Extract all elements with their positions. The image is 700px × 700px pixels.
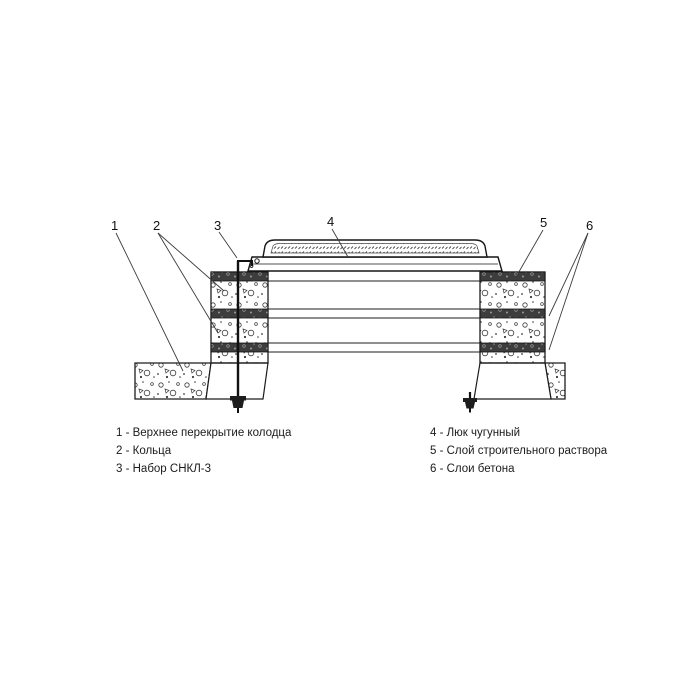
right-anchor-bolt — [463, 392, 477, 413]
callout-leader-6a — [548, 232, 589, 317]
callout-leader-2a — [157, 232, 225, 292]
callout-label-3: 3 — [214, 218, 221, 233]
concrete-layer-band-left-1 — [210, 308, 269, 319]
mortar-band-top-right — [479, 271, 546, 282]
snkl-tie-rod — [230, 260, 253, 413]
legend-item-6: 6 - Слои бетона — [430, 463, 515, 475]
bolt-washer — [463, 398, 477, 402]
legend-item-1: 1 - Верхнее перекрытие колодца — [116, 427, 292, 439]
bolt-nut — [465, 402, 475, 409]
callout-label-4: 4 — [327, 214, 334, 229]
rod-nut — [232, 400, 244, 408]
slab-left-section — [134, 362, 212, 400]
legend-item-3: 3 - Набор СНКЛ-3 — [116, 463, 211, 475]
legend-item-4: 4 - Люк чугунный — [430, 427, 521, 439]
callout-leaders — [115, 228, 589, 372]
callout-label-2: 2 — [153, 218, 160, 233]
right-shaft-wall — [473, 362, 552, 400]
callout-leader-1 — [115, 232, 184, 372]
callout-leader-4 — [331, 228, 349, 258]
mortar-band-top-left — [210, 271, 269, 282]
concrete-layer-band-right-2 — [479, 342, 546, 353]
callout-leader-3 — [218, 231, 238, 259]
ring-joint-lines — [268, 280, 480, 353]
legend: 1 - Верхнее перекрытие колодца 2 - Кольц… — [0, 424, 700, 494]
legend-column-left: 1 - Верхнее перекрытие колодца 2 - Кольц… — [116, 424, 291, 478]
legend-column-right: 4 - Люк чугунный 5 - Слой строительного … — [430, 424, 607, 478]
bottom-slab — [134, 362, 566, 400]
concrete-layer-band-right-1 — [479, 308, 546, 319]
callout-label-6: 6 — [586, 218, 593, 233]
callout-leader-6b — [548, 232, 589, 351]
hatch-lid-texture — [270, 243, 480, 254]
callout-label-5: 5 — [540, 215, 547, 230]
callout-leader-5 — [515, 229, 544, 278]
legend-item-5: 5 - Слой строительного раствора — [430, 445, 608, 457]
callout-label-1: 1 — [111, 218, 118, 233]
legend-item-2: 2 - Кольца — [116, 445, 172, 457]
hinge-lug-icon — [254, 258, 260, 264]
concrete-layer-band-left-2 — [210, 342, 269, 353]
callout-labels: 1 2 3 4 5 6 — [111, 214, 593, 233]
ring-columns — [210, 271, 546, 364]
callout-leader-2b — [157, 232, 219, 334]
rod-washer — [230, 396, 246, 401]
hatch-assembly — [247, 239, 503, 272]
